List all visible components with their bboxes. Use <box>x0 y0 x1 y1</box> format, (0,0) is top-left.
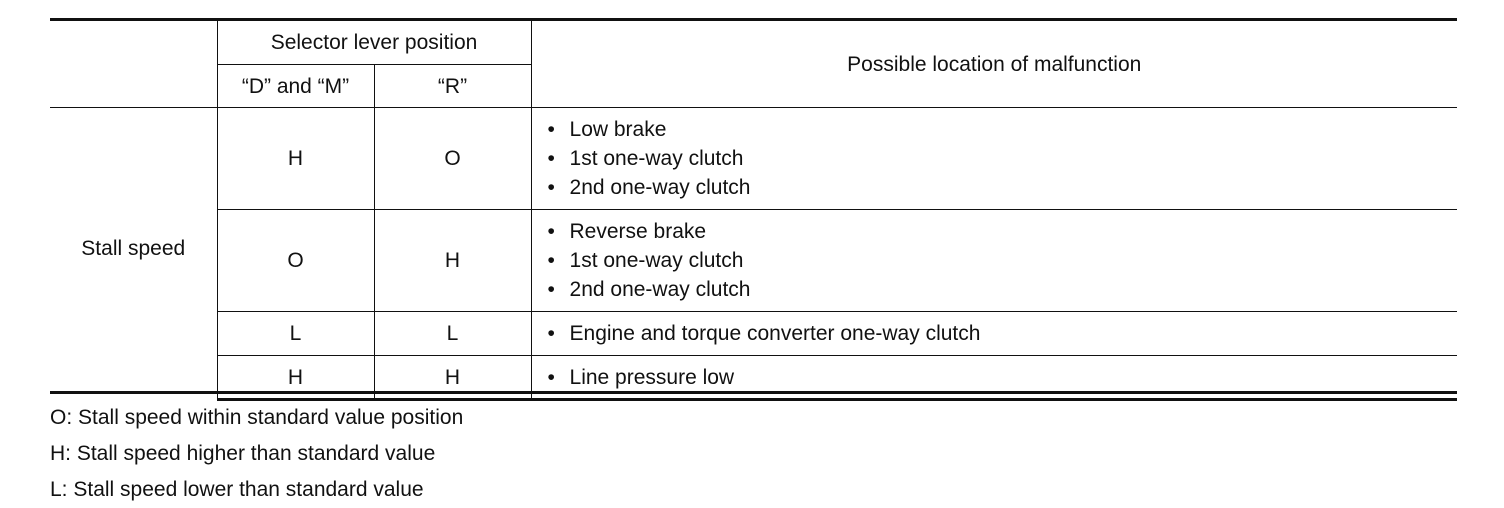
list-item: Line pressure low <box>546 363 1458 392</box>
header-r: “R” <box>373 64 532 108</box>
list-item: Low brake <box>546 115 1458 144</box>
row-label-stall-speed: Stall speed <box>50 107 217 400</box>
table-bottom-rule <box>50 391 1457 394</box>
list-item: Engine and torque converter one-way clut… <box>546 319 1458 348</box>
malfunction-list: Reverse brake 1st one-way clutch 2nd one… <box>546 217 1458 304</box>
table-cell-r: O <box>373 107 532 210</box>
table-cell-dm: L <box>216 311 374 356</box>
list-item: 2nd one-way clutch <box>546 275 1458 304</box>
header-selector-lever-position: Selector lever position <box>216 18 532 65</box>
list-item: Reverse brake <box>546 217 1458 246</box>
list-item: 2nd one-way clutch <box>546 173 1458 202</box>
table-cell-malfunction: Engine and torque converter one-way clut… <box>530 311 1458 356</box>
legend-item-o: O: Stall speed within standard value pos… <box>50 406 464 429</box>
list-item: 1st one-way clutch <box>546 246 1458 275</box>
table-cell-r: L <box>373 311 532 356</box>
table-cell-dm: O <box>216 209 374 312</box>
list-item: 1st one-way clutch <box>546 144 1458 173</box>
header-blank-cell-2 <box>50 65 217 108</box>
header-d-and-m: “D” and “M” <box>216 64 374 108</box>
table-cell-dm: H <box>216 107 374 210</box>
legend-notes: O: Stall speed within standard value pos… <box>50 400 463 508</box>
legend-item-l: L: Stall speed lower than standard value <box>50 478 424 501</box>
table-cell-malfunction: Low brake 1st one-way clutch 2nd one-way… <box>530 107 1458 210</box>
header-blank-cell <box>50 18 217 65</box>
header-possible-location: Possible location of malfunction <box>530 18 1458 108</box>
table-cell-r: H <box>373 209 532 312</box>
malfunction-list: Engine and torque converter one-way clut… <box>546 319 1458 348</box>
malfunction-list: Low brake 1st one-way clutch 2nd one-way… <box>546 115 1458 202</box>
stall-speed-table: Selector lever position Possible locatio… <box>50 18 1458 401</box>
legend-item-h: H: Stall speed higher than standard valu… <box>50 442 436 465</box>
malfunction-list: Line pressure low <box>546 363 1458 392</box>
table-cell-malfunction: Reverse brake 1st one-way clutch 2nd one… <box>530 209 1458 312</box>
